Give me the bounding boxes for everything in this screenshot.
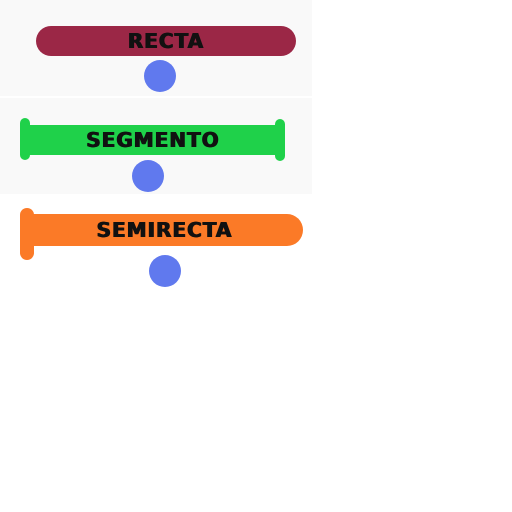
segmento-right-endpoint [275, 119, 285, 161]
segmento-left-endpoint [20, 118, 30, 160]
semirecta-label: SEMIRECTA [96, 218, 233, 242]
segmento-bar[interactable]: SEGMENTO [24, 125, 282, 155]
recta-label: RECTA [127, 29, 205, 53]
semirecta-left-endpoint [20, 208, 34, 260]
recta-drag-handle[interactable] [144, 60, 176, 92]
recta-bar[interactable]: RECTA [36, 26, 296, 56]
semirecta-drag-handle[interactable] [149, 255, 181, 287]
semirecta-bar[interactable]: SEMIRECTA [26, 214, 303, 246]
segmento-drag-handle[interactable] [132, 160, 164, 192]
segmento-label: SEGMENTO [86, 128, 220, 152]
